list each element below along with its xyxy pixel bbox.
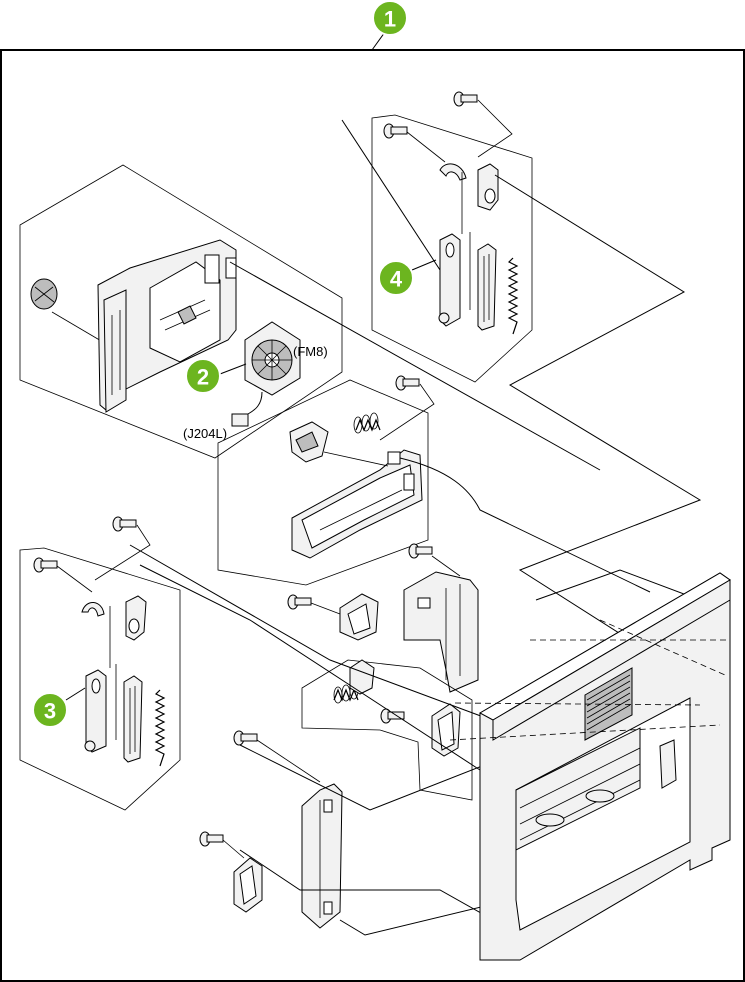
callout-3-leader	[66, 688, 85, 700]
clip-part	[82, 602, 104, 616]
svg-text:1: 1	[384, 7, 396, 32]
fan-label: (FM8)	[293, 344, 328, 359]
knob-part	[31, 279, 57, 309]
screw-leader	[95, 525, 150, 580]
spring-part	[334, 690, 358, 700]
callout-1: 1	[373, 1, 407, 35]
callout-2-leader	[220, 364, 246, 374]
screw-leader	[407, 132, 445, 162]
fan-part	[245, 322, 300, 395]
screw-part	[113, 517, 136, 531]
link-rail-part	[124, 676, 142, 762]
svg-text:2: 2	[197, 365, 209, 390]
latch-assembly-group	[218, 376, 650, 592]
screw-part	[34, 558, 57, 572]
screw-leader	[478, 100, 512, 157]
callout-3: 3	[33, 693, 67, 727]
screw-part	[409, 544, 432, 558]
spring-part	[156, 690, 164, 766]
bracket-part	[126, 596, 146, 640]
screw-part	[396, 376, 419, 390]
spring-part	[509, 258, 517, 334]
callout-1-leader	[372, 32, 385, 50]
link-rail-part	[478, 244, 496, 330]
bracket-part	[478, 164, 498, 210]
connector-part	[232, 414, 248, 426]
fan-cable	[248, 392, 262, 414]
plate-assembly-4-group	[372, 92, 532, 382]
fan-assembly-group: (FM8) (J204L)	[20, 165, 342, 458]
screw-part	[288, 595, 311, 609]
screw-part	[200, 832, 223, 846]
connector-label: (J204L)	[183, 426, 227, 441]
screw-part	[234, 731, 257, 745]
callout-4-leader	[412, 260, 436, 270]
printer-body-group	[450, 573, 730, 960]
screw-part	[384, 124, 407, 138]
svg-text:3: 3	[44, 699, 56, 724]
screw-part	[454, 92, 477, 106]
screw-part	[381, 709, 404, 723]
callout-2: 2	[186, 359, 220, 393]
svg-text:4: 4	[390, 267, 403, 292]
upright-bracket-part	[404, 572, 478, 692]
plate-assembly-3-group	[20, 517, 180, 810]
callout-4: 4	[379, 261, 413, 295]
latch-block-part	[350, 660, 374, 694]
spring-part	[356, 420, 380, 430]
long-bracket-part	[302, 784, 342, 928]
